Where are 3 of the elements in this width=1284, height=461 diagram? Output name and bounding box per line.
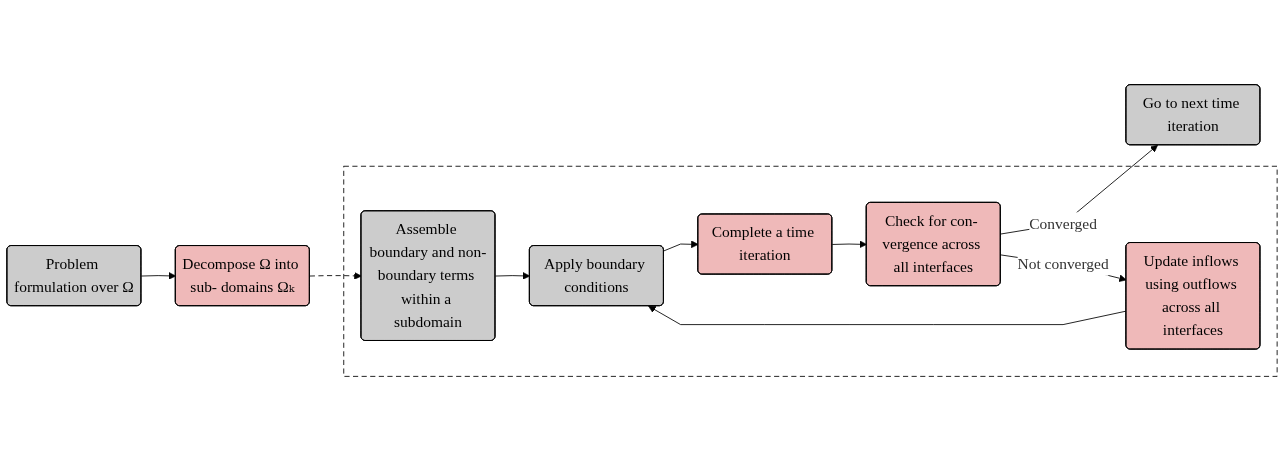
- edge-label: Not converged: [1017, 255, 1109, 273]
- cluster: [343, 165, 1278, 377]
- edge-label: Converged: [1029, 214, 1097, 232]
